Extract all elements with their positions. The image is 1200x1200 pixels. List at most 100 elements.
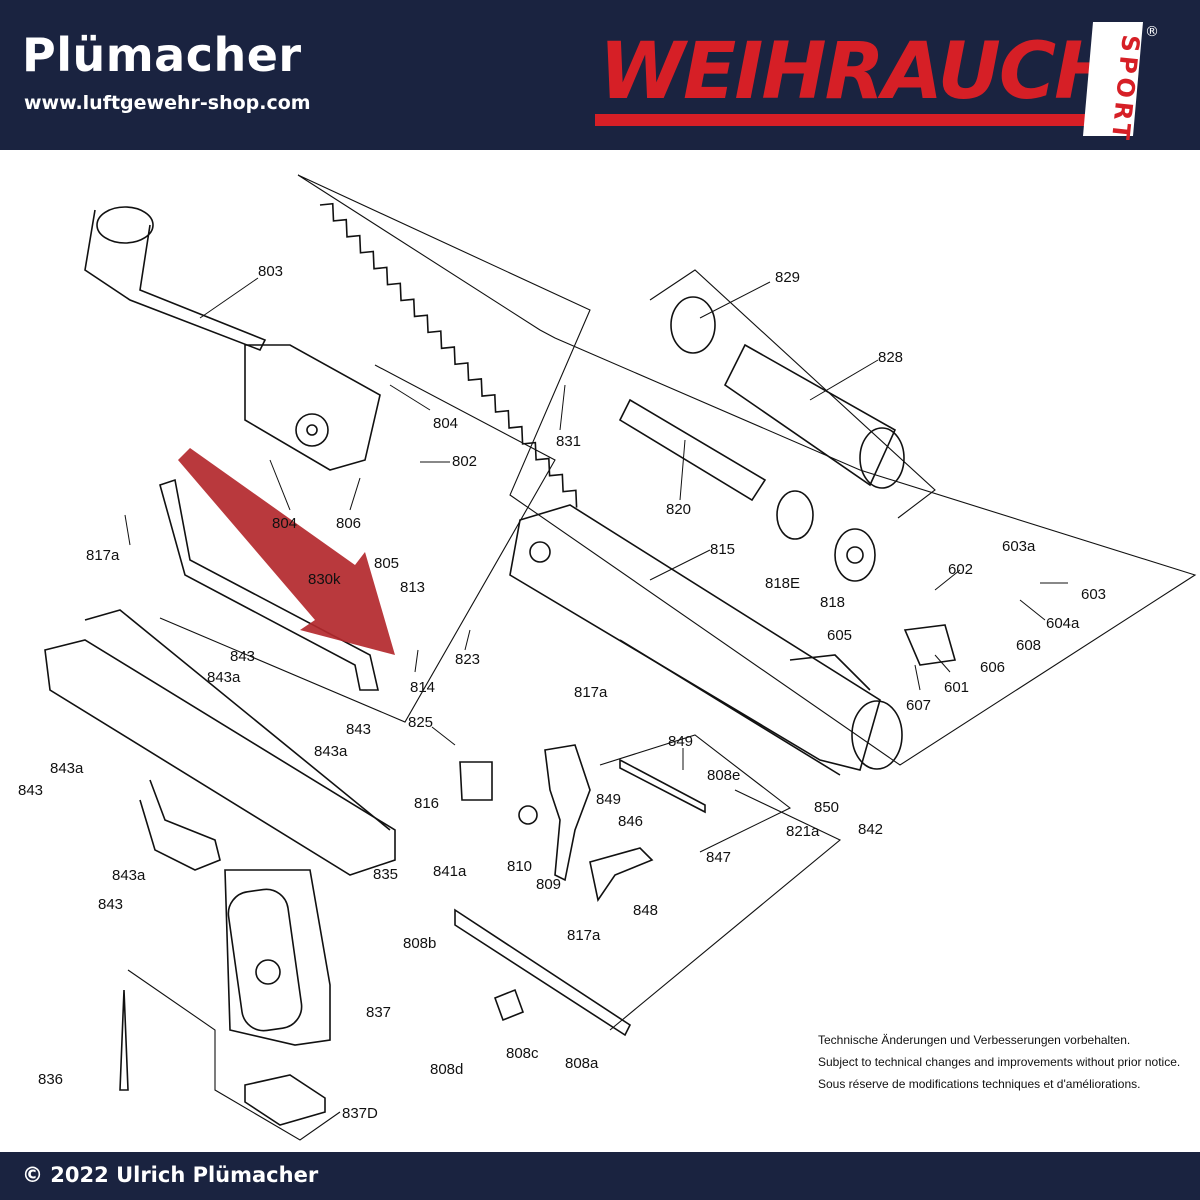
label-843-a: 843	[230, 648, 255, 665]
grip-group-outline	[127, 969, 341, 1141]
label-847: 847	[706, 849, 731, 866]
piston-part	[670, 296, 905, 489]
sear-bar-part	[454, 908, 632, 1037]
piston-group-outline	[649, 269, 936, 519]
label-837D: 837D	[342, 1105, 378, 1122]
label-803: 803	[258, 263, 283, 280]
breech-seal-part	[776, 490, 814, 540]
sear-latch-part	[589, 847, 654, 903]
label-606: 606	[980, 659, 1005, 676]
label-835: 835	[373, 866, 398, 883]
disclaimer-en: Subject to technical changes and improve…	[818, 1055, 1181, 1069]
label-846: 846	[618, 813, 643, 830]
label-830k: 830k	[308, 571, 341, 588]
grip-cap-part	[244, 1074, 326, 1126]
label-809: 809	[536, 876, 561, 893]
label-815: 815	[710, 541, 735, 558]
label-808b: 808b	[403, 935, 436, 952]
receiver-group-outline	[297, 174, 1197, 766]
label-841a: 841a	[433, 863, 467, 880]
red-arrow-pointer	[178, 448, 395, 655]
registered-mark: ®	[1145, 24, 1159, 40]
logo-text: WEIHRAUCH	[599, 27, 1118, 117]
grip-frame-part	[44, 609, 396, 1046]
weihrauch-sport-logo: WEIHRAUCH SPORT ®	[595, 22, 1159, 140]
label-843a-d: 843a	[112, 867, 146, 884]
label-806: 806	[336, 515, 361, 532]
label-802: 802	[452, 453, 477, 470]
shop-url[interactable]: www.luftgewehr-shop.com	[24, 92, 311, 114]
label-820: 820	[666, 501, 691, 518]
label-604a: 604a	[1046, 615, 1080, 632]
label-843a-a: 843a	[207, 669, 241, 686]
spring-guide-part	[618, 398, 767, 502]
label-813: 813	[400, 579, 425, 596]
label-607: 607	[906, 697, 931, 714]
trigger-group-outline	[599, 734, 792, 853]
label-825: 825	[408, 714, 433, 731]
label-849-b: 849	[596, 791, 621, 808]
label-808d: 808d	[430, 1061, 463, 1078]
disclaimer-de: Technische Änderungen und Verbesserungen…	[818, 1033, 1131, 1047]
sear-group-outline	[609, 789, 842, 1031]
disclaimer-note: Technische Änderungen und Verbesserungen…	[818, 1029, 1180, 1095]
header-bar: Plümacher www.luftgewehr-shop.com WEIHRA…	[0, 0, 1200, 150]
label-821a: 821a	[786, 823, 820, 840]
trigger-block-part	[459, 761, 493, 801]
mainspring-part	[319, 202, 578, 508]
label-605: 605	[827, 627, 852, 644]
trigger-part	[544, 744, 591, 882]
grip-pin-part	[119, 989, 129, 1091]
leader-lines	[124, 277, 1068, 770]
label-843-d: 843	[98, 896, 123, 913]
label-842: 842	[858, 821, 883, 838]
safety-slider-part	[493, 988, 525, 1022]
label-836: 836	[38, 1071, 63, 1088]
part-labels: 803 829 828 804 802 831 820 806 804 805 …	[18, 263, 1106, 1122]
label-805: 805	[374, 555, 399, 572]
label-850: 850	[814, 799, 839, 816]
label-810: 810	[507, 858, 532, 875]
rear-sight-part	[903, 624, 957, 666]
footer-bar: © 2022 Ulrich Plümacher	[0, 1152, 1200, 1200]
label-602: 602	[948, 561, 973, 578]
barrel-group-outline	[159, 364, 556, 723]
label-804-lower: 804	[272, 515, 297, 532]
label-848: 848	[633, 902, 658, 919]
label-828: 828	[878, 349, 903, 366]
label-843a-c: 843a	[50, 760, 84, 777]
label-804: 804	[433, 415, 458, 432]
label-843-c: 843	[18, 782, 43, 799]
label-816: 816	[414, 795, 439, 812]
trigger-blade-part	[619, 758, 706, 814]
trigger-pivot-part	[518, 805, 538, 825]
end-plug-part	[834, 528, 876, 582]
cocking-lever-part	[159, 478, 380, 691]
disclaimer-fr: Sous réserve de modifications techniques…	[818, 1077, 1141, 1091]
label-818: 818	[820, 594, 845, 611]
label-808a: 808a	[565, 1055, 599, 1072]
label-817a-low: 817a	[567, 927, 601, 944]
label-823: 823	[455, 651, 480, 668]
label-601: 601	[944, 679, 969, 696]
label-808e: 808e	[707, 767, 740, 784]
label-818E: 818E	[765, 575, 800, 592]
exploded-parts-diagram: 803 829 828 804 802 831 820 806 804 805 …	[18, 174, 1197, 1141]
receiver-part	[509, 504, 903, 776]
label-831: 831	[556, 433, 581, 450]
label-817a-mid: 817a	[574, 684, 608, 701]
label-817a: 817a	[86, 547, 120, 564]
barrel-part	[84, 206, 381, 471]
label-608: 608	[1016, 637, 1041, 654]
label-843a-b: 843a	[314, 743, 348, 760]
label-603: 603	[1081, 586, 1106, 603]
label-837: 837	[366, 1004, 391, 1021]
label-603a: 603a	[1002, 538, 1036, 555]
brand-name: Plümacher	[22, 28, 302, 82]
label-808c: 808c	[506, 1045, 539, 1062]
label-849-a: 849	[668, 733, 693, 750]
copyright-text: © 2022 Ulrich Plümacher	[22, 1163, 319, 1187]
label-843-b: 843	[346, 721, 371, 738]
label-829: 829	[775, 269, 800, 286]
label-814: 814	[410, 679, 435, 696]
